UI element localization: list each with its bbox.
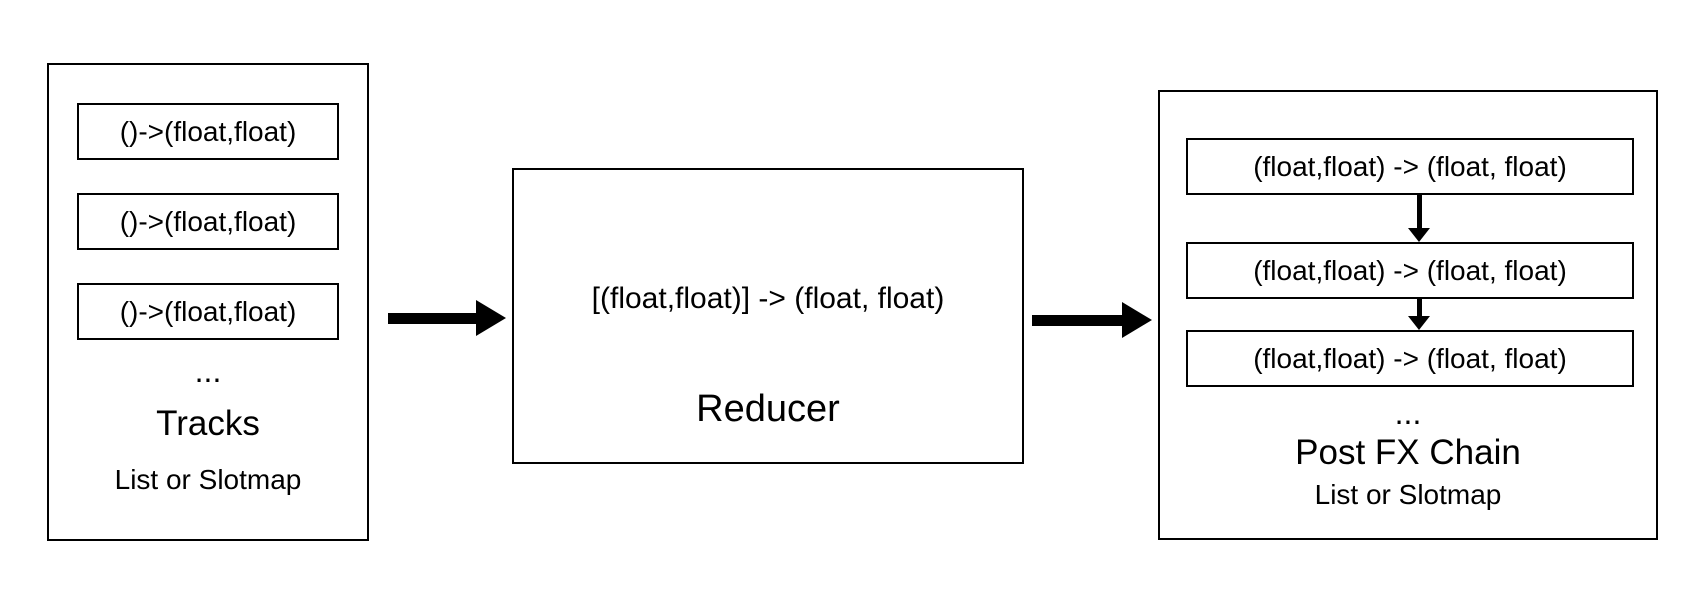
arrow-head-icon [1408, 228, 1430, 242]
postfx-container-box: (float,float) -> (float, float) (float,f… [1158, 90, 1658, 540]
track-slot: ()->(float,float) [77, 193, 339, 250]
track-signature: ()->(float,float) [119, 205, 297, 237]
track-signature: ()->(float,float) [119, 115, 297, 147]
postfx-subtitle: List or Slotmap [1314, 479, 1502, 510]
reducer-signature: [(float,float)] -> (float, float) [591, 282, 945, 315]
fx-slot: (float,float) -> (float, float) [1186, 242, 1634, 299]
track-signature: ()->(float,float) [119, 295, 297, 327]
reducer-container-box: [(float,float)] -> (float, float) Reduce… [512, 168, 1024, 464]
tracks-container-box: ()->(float,float) ()->(float,float) ()->… [47, 63, 369, 541]
track-slot: ()->(float,float) [77, 283, 339, 340]
arrow-head-icon [476, 300, 506, 336]
arrow-head-icon [1408, 316, 1430, 330]
fx-signature: (float,float) -> (float, float) [1253, 150, 1567, 182]
tracks-subtitle: List or Slotmap [114, 464, 302, 495]
fx-signature: (float,float) -> (float, float) [1253, 342, 1567, 374]
flow-arrow-reducer-to-postfx [1032, 302, 1152, 338]
chain-arrow-icon [1408, 195, 1430, 242]
postfx-ellipsis: ... [1394, 395, 1422, 431]
fx-slot: (float,float) -> (float, float) [1186, 330, 1634, 387]
fx-slot: (float,float) -> (float, float) [1186, 138, 1634, 195]
fx-signature: (float,float) -> (float, float) [1253, 254, 1567, 286]
tracks-title: Tracks [156, 404, 260, 443]
chain-arrow-icon [1408, 299, 1430, 330]
arrow-shaft [388, 312, 476, 324]
postfx-title: Post FX Chain [1295, 433, 1521, 472]
arrow-shaft [1032, 314, 1122, 326]
track-slot: ()->(float,float) [77, 103, 339, 160]
flow-arrow-tracks-to-reducer [388, 300, 506, 336]
arrow-shaft [1416, 195, 1422, 228]
reducer-title: Reducer [696, 388, 840, 430]
arrow-head-icon [1122, 302, 1152, 338]
arrow-shaft [1416, 299, 1422, 316]
tracks-ellipsis: ... [194, 353, 222, 389]
